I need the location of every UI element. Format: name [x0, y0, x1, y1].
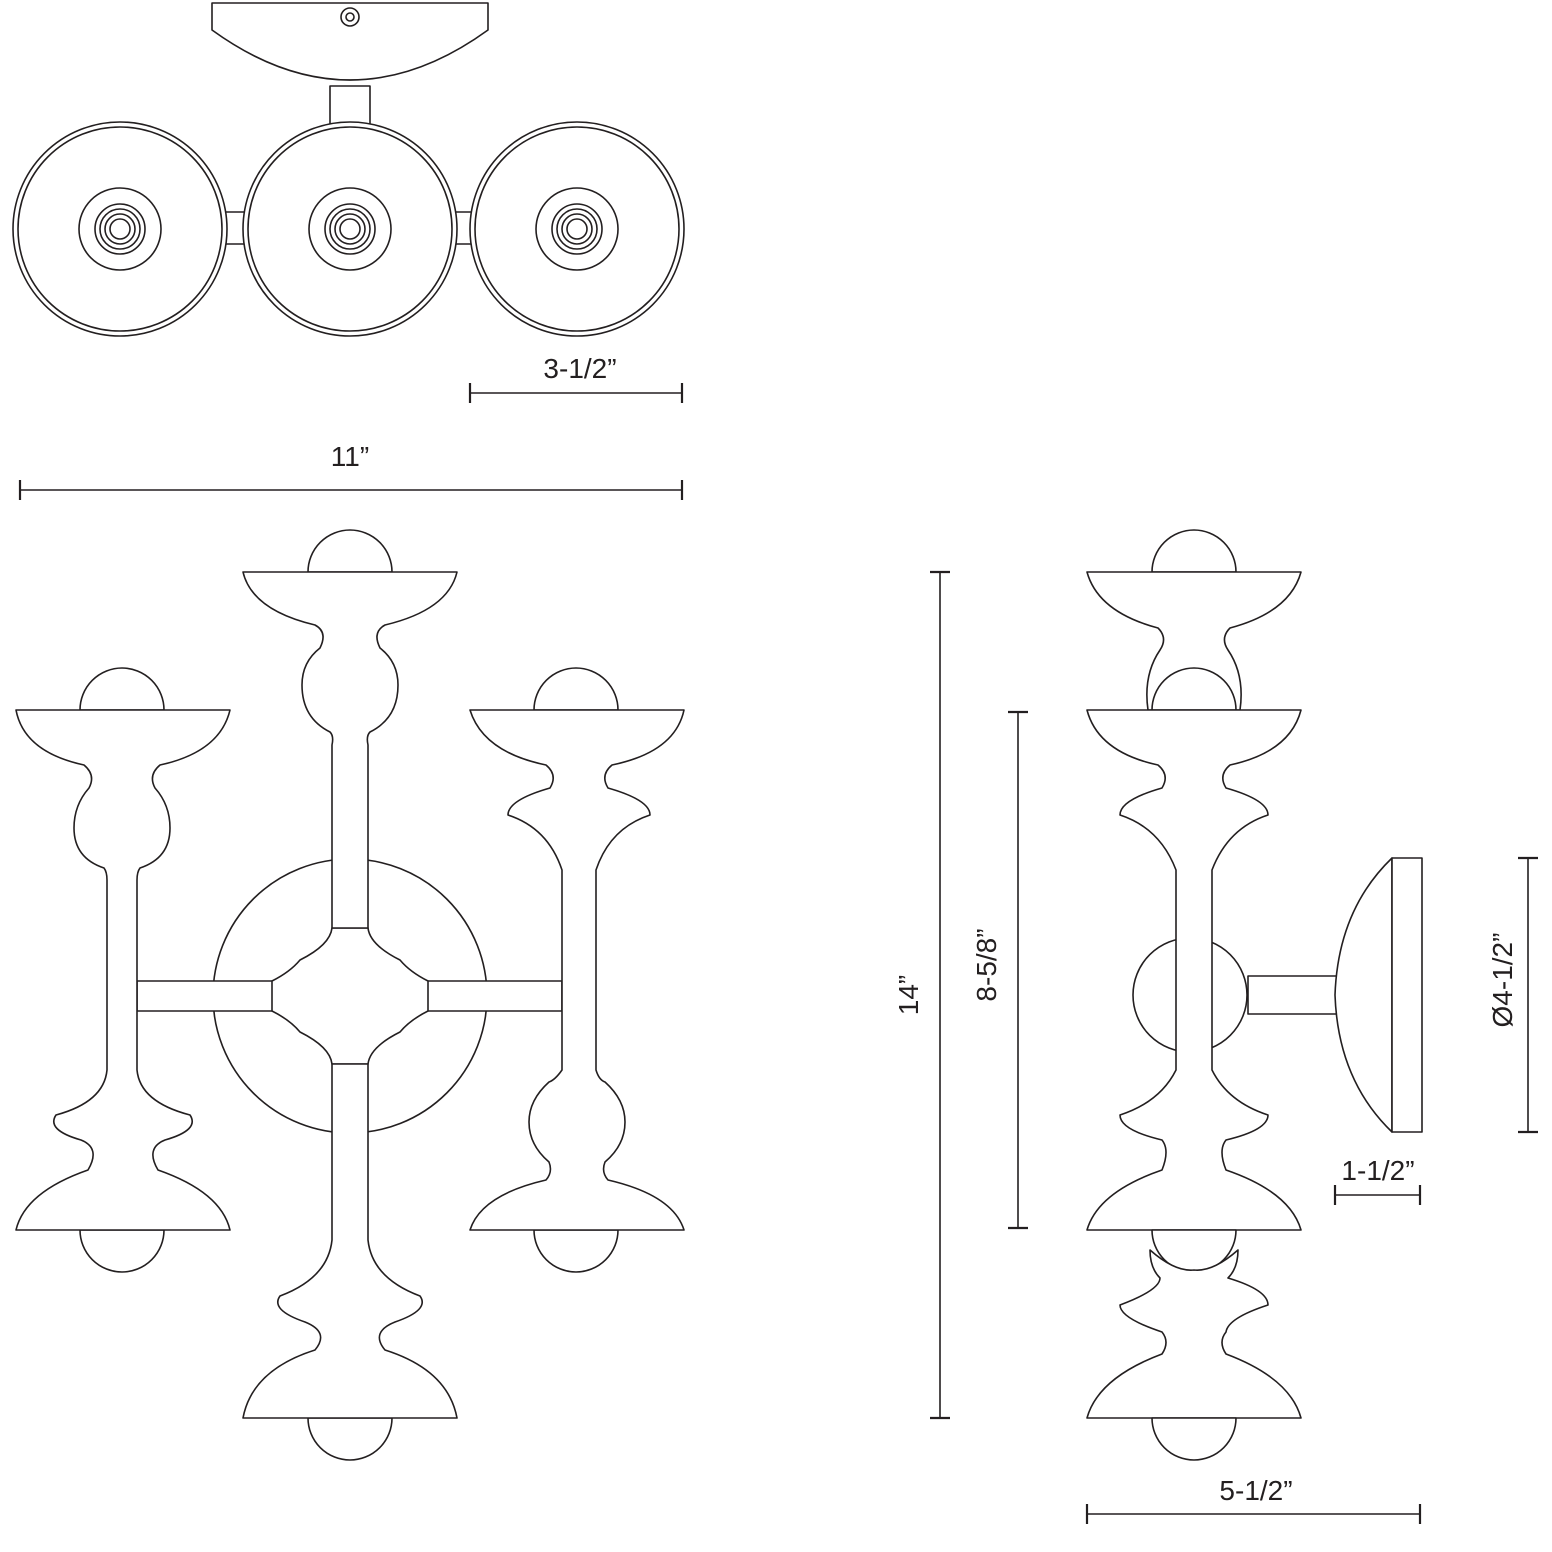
side-view-bulb-bottom — [1151, 1417, 1237, 1461]
side-view-knob-top — [1151, 667, 1237, 711]
backplate-diameter-label: Ø4-1/2” — [1487, 933, 1518, 1028]
overall-width-label: 11” — [331, 441, 369, 472]
side-view-bulb-top — [1151, 529, 1237, 573]
front-view-bulb-right-bottom — [533, 1229, 619, 1273]
dimension-overall-width: 11” — [18, 441, 684, 500]
top-view-canopy-screw-icon — [340, 7, 360, 27]
dimension-shade-diameter: 3-1/2” — [468, 353, 684, 403]
top-view-stem — [329, 85, 371, 127]
front-view-arm-bottom — [242, 1063, 458, 1419]
side-view-arm-bottom — [1086, 1249, 1302, 1419]
overall-depth-label: 5-1/2” — [1219, 1475, 1292, 1506]
front-view-bulb-right-top — [533, 667, 619, 711]
front-view-bulb-bottom — [307, 1417, 393, 1461]
dimension-arm-height: 8-5/8” — [971, 710, 1028, 1230]
shade-diameter-label: 3-1/2” — [543, 353, 616, 384]
dimension-backplate-diameter: Ø4-1/2” — [1487, 856, 1538, 1134]
side-view-arm-main — [1086, 709, 1302, 1231]
dimension-overall-height: 14” — [893, 570, 950, 1420]
side-view-backplate — [1391, 857, 1423, 1133]
dimension-overall-depth: 5-1/2” — [1085, 1475, 1422, 1524]
front-view-arm-left — [15, 709, 231, 1231]
front-view-bulb-left-top — [79, 667, 165, 711]
front-view — [15, 529, 685, 1461]
side-view-mount-stem — [1247, 975, 1339, 1015]
front-view-bulb-left-bottom — [79, 1229, 165, 1273]
side-view-canopy — [1334, 857, 1393, 1133]
overall-height-label: 14” — [893, 975, 924, 1015]
top-view-shade-center — [242, 121, 458, 337]
front-view-bulb-top — [307, 529, 393, 573]
front-view-arm-right — [469, 709, 685, 1231]
arm-height-label: 8-5/8” — [971, 928, 1002, 1001]
top-view-shade-left — [12, 121, 228, 337]
front-view-arm-top — [242, 571, 458, 929]
backplate-depth-label: 1-1/2” — [1341, 1155, 1414, 1186]
dimension-backplate-depth: 1-1/2” — [1333, 1155, 1422, 1205]
top-view-canopy — [211, 2, 489, 81]
top-view-shade-right — [469, 121, 685, 337]
top-view — [12, 2, 685, 337]
side-view — [1086, 529, 1423, 1461]
